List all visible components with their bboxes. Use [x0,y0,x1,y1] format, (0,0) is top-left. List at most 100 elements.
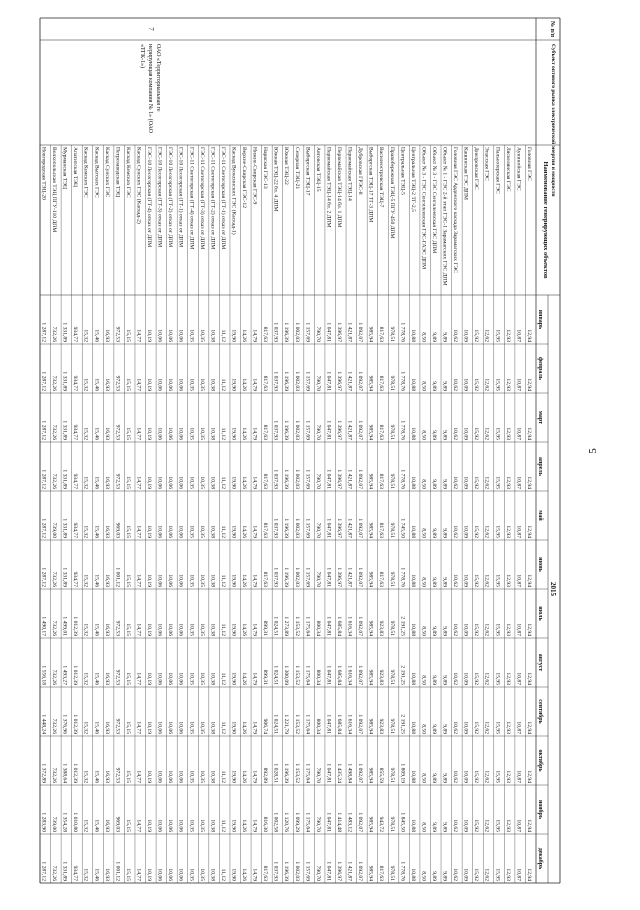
cell-value: 14,26 [241,574,247,587]
cell-value: 12,62 [484,525,490,538]
object-name: Нарвская ГЭС-13 [262,147,268,189]
cell-value: 790,70 [315,523,321,539]
cell-value: 10,88 [410,525,416,538]
cell-value: 12,93 [505,770,511,783]
cell-value: 12,62 [484,868,490,881]
cell-value: 1 153,52 [294,665,300,685]
cell-value: 9,89 [442,626,448,636]
cell-value: 972,53 [114,768,120,784]
cell-value: 16,93 [104,721,110,734]
cell-value: 19,90 [230,329,236,342]
cell-value: 8,50 [420,675,426,685]
cell-value: 972,53 [114,376,120,392]
cell-value: 10,06 [178,819,184,832]
object-name: Каскад Вуоксинских ГЭС (Каскад-1) [230,147,237,235]
cell-value: 15,15 [125,770,131,783]
cell-value: 10,06 [167,770,173,783]
cell-value: 19,90 [230,819,236,832]
cell-value: 934,77 [72,523,78,539]
object-name: ГЭС-11 Светогорская (ГТ-4) отказ от ДПМ [188,147,195,249]
cell-value: 1 396,97 [336,469,342,489]
cell-value: 899,31 [262,670,268,686]
cell-value: 15,32 [83,525,89,538]
cell-value: 732,26 [51,425,57,441]
cell-value: 790,70 [315,376,321,392]
cell-value: 14,77 [135,574,141,587]
cell-value: 10,35 [199,770,205,783]
cell-value: 12,93 [505,476,511,489]
cell-value: 12,93 [505,329,511,342]
cell-value: 1 196,39 [283,420,289,440]
object-name: ГЭС-10 Лесогорская (ГТ-3) отказ от ДПМ [157,147,164,247]
cell-value: 1 092,07 [357,665,363,685]
cell-value: 15,95 [494,672,500,685]
cell-value: 1 221,79 [283,714,289,734]
cell-value: 1 153,52 [294,763,300,783]
cell-value: 1 047,81 [325,714,331,734]
cell-value: 19,90 [230,427,236,440]
cell-value: 15,15 [125,868,131,881]
cell-value: 10,88 [410,623,416,636]
cell-value: 15,95 [494,427,500,440]
cell-value: 1 001,12 [114,861,120,881]
cell-value: 1 099,29 [294,812,300,832]
cell-value: 2 191,25 [399,714,405,734]
cell-value: 8,50 [420,528,426,538]
cell-value: 1 092,07 [357,714,363,734]
object-name: Южная ТЭЦ-22 [283,147,289,185]
cell-value: 923,83 [378,719,384,735]
cell-value: 10,09 [463,868,469,881]
cell-value: 10,87 [515,819,521,832]
cell-value: 1 287,12 [41,371,47,391]
cell-value: 15,15 [125,574,131,587]
cell-value: 12,62 [484,427,490,440]
header-month: июль [537,606,543,621]
cell-value: 1 002,03 [294,469,300,489]
cell-value: 10,35 [199,329,205,342]
cell-value: 978,51 [389,621,395,637]
cell-value: 12,94 [526,672,532,685]
cell-value: 1 331,89 [62,861,68,881]
cell-value: 10,19 [146,819,152,832]
cell-value: 978,51 [389,866,395,882]
cell-value: 1 028,51 [273,763,279,783]
cell-value: 1 196,39 [283,322,289,342]
cell-value: 11,12 [220,722,226,735]
cell-value: 12,94 [526,427,532,440]
cell-value: 972,53 [114,621,120,637]
cell-value: 1 778,76 [399,371,405,391]
object-name: Петрозаводская ТЭЦ [114,147,120,197]
cell-value: 10,09 [463,378,469,391]
cell-value: 15,15 [125,623,131,636]
cell-value: 15,92 [473,672,479,685]
cell-value: 10,35 [188,476,194,489]
cell-value: 1 157,69 [304,469,310,489]
cell-value: 1 421,87 [347,420,353,440]
cell-value: 923,83 [378,621,384,637]
cell-value: 10,06 [157,770,163,783]
cell-value: 1 287,12 [41,567,47,587]
cell-value: 1 037,93 [273,469,279,489]
cell-value: 10,06 [167,574,173,587]
cell-value: 10,62 [452,476,458,489]
cell-value: 10,35 [199,868,205,881]
cell-value: 1 037,93 [273,567,279,587]
cell-value: 1 616,34 [347,665,353,685]
cell-value: 732,26 [51,376,57,392]
cell-value: 1 012,39 [72,665,78,685]
header-month: ноябрь [537,800,544,820]
cell-value: 817,63 [378,523,384,539]
cell-value: 19,90 [230,574,236,587]
cell-value: 15,32 [83,770,89,783]
cell-value: 14,79 [252,672,258,685]
cell-value: 10,35 [188,427,194,440]
cell-value: 817,63 [378,425,384,441]
object-name: Днепровская ГЭС [473,147,479,190]
cell-value: 800,34 [315,670,321,686]
cell-value: 8,50 [420,332,426,342]
cell-value: 934,77 [72,572,78,588]
cell-value: 10,06 [178,525,184,538]
cell-value: 14,26 [241,476,247,489]
object-name: ГЭС-10 Лесогорская (ГТ-2) отказ от ДПМ [167,147,174,247]
object-name: Головная ГЭС [526,147,532,181]
